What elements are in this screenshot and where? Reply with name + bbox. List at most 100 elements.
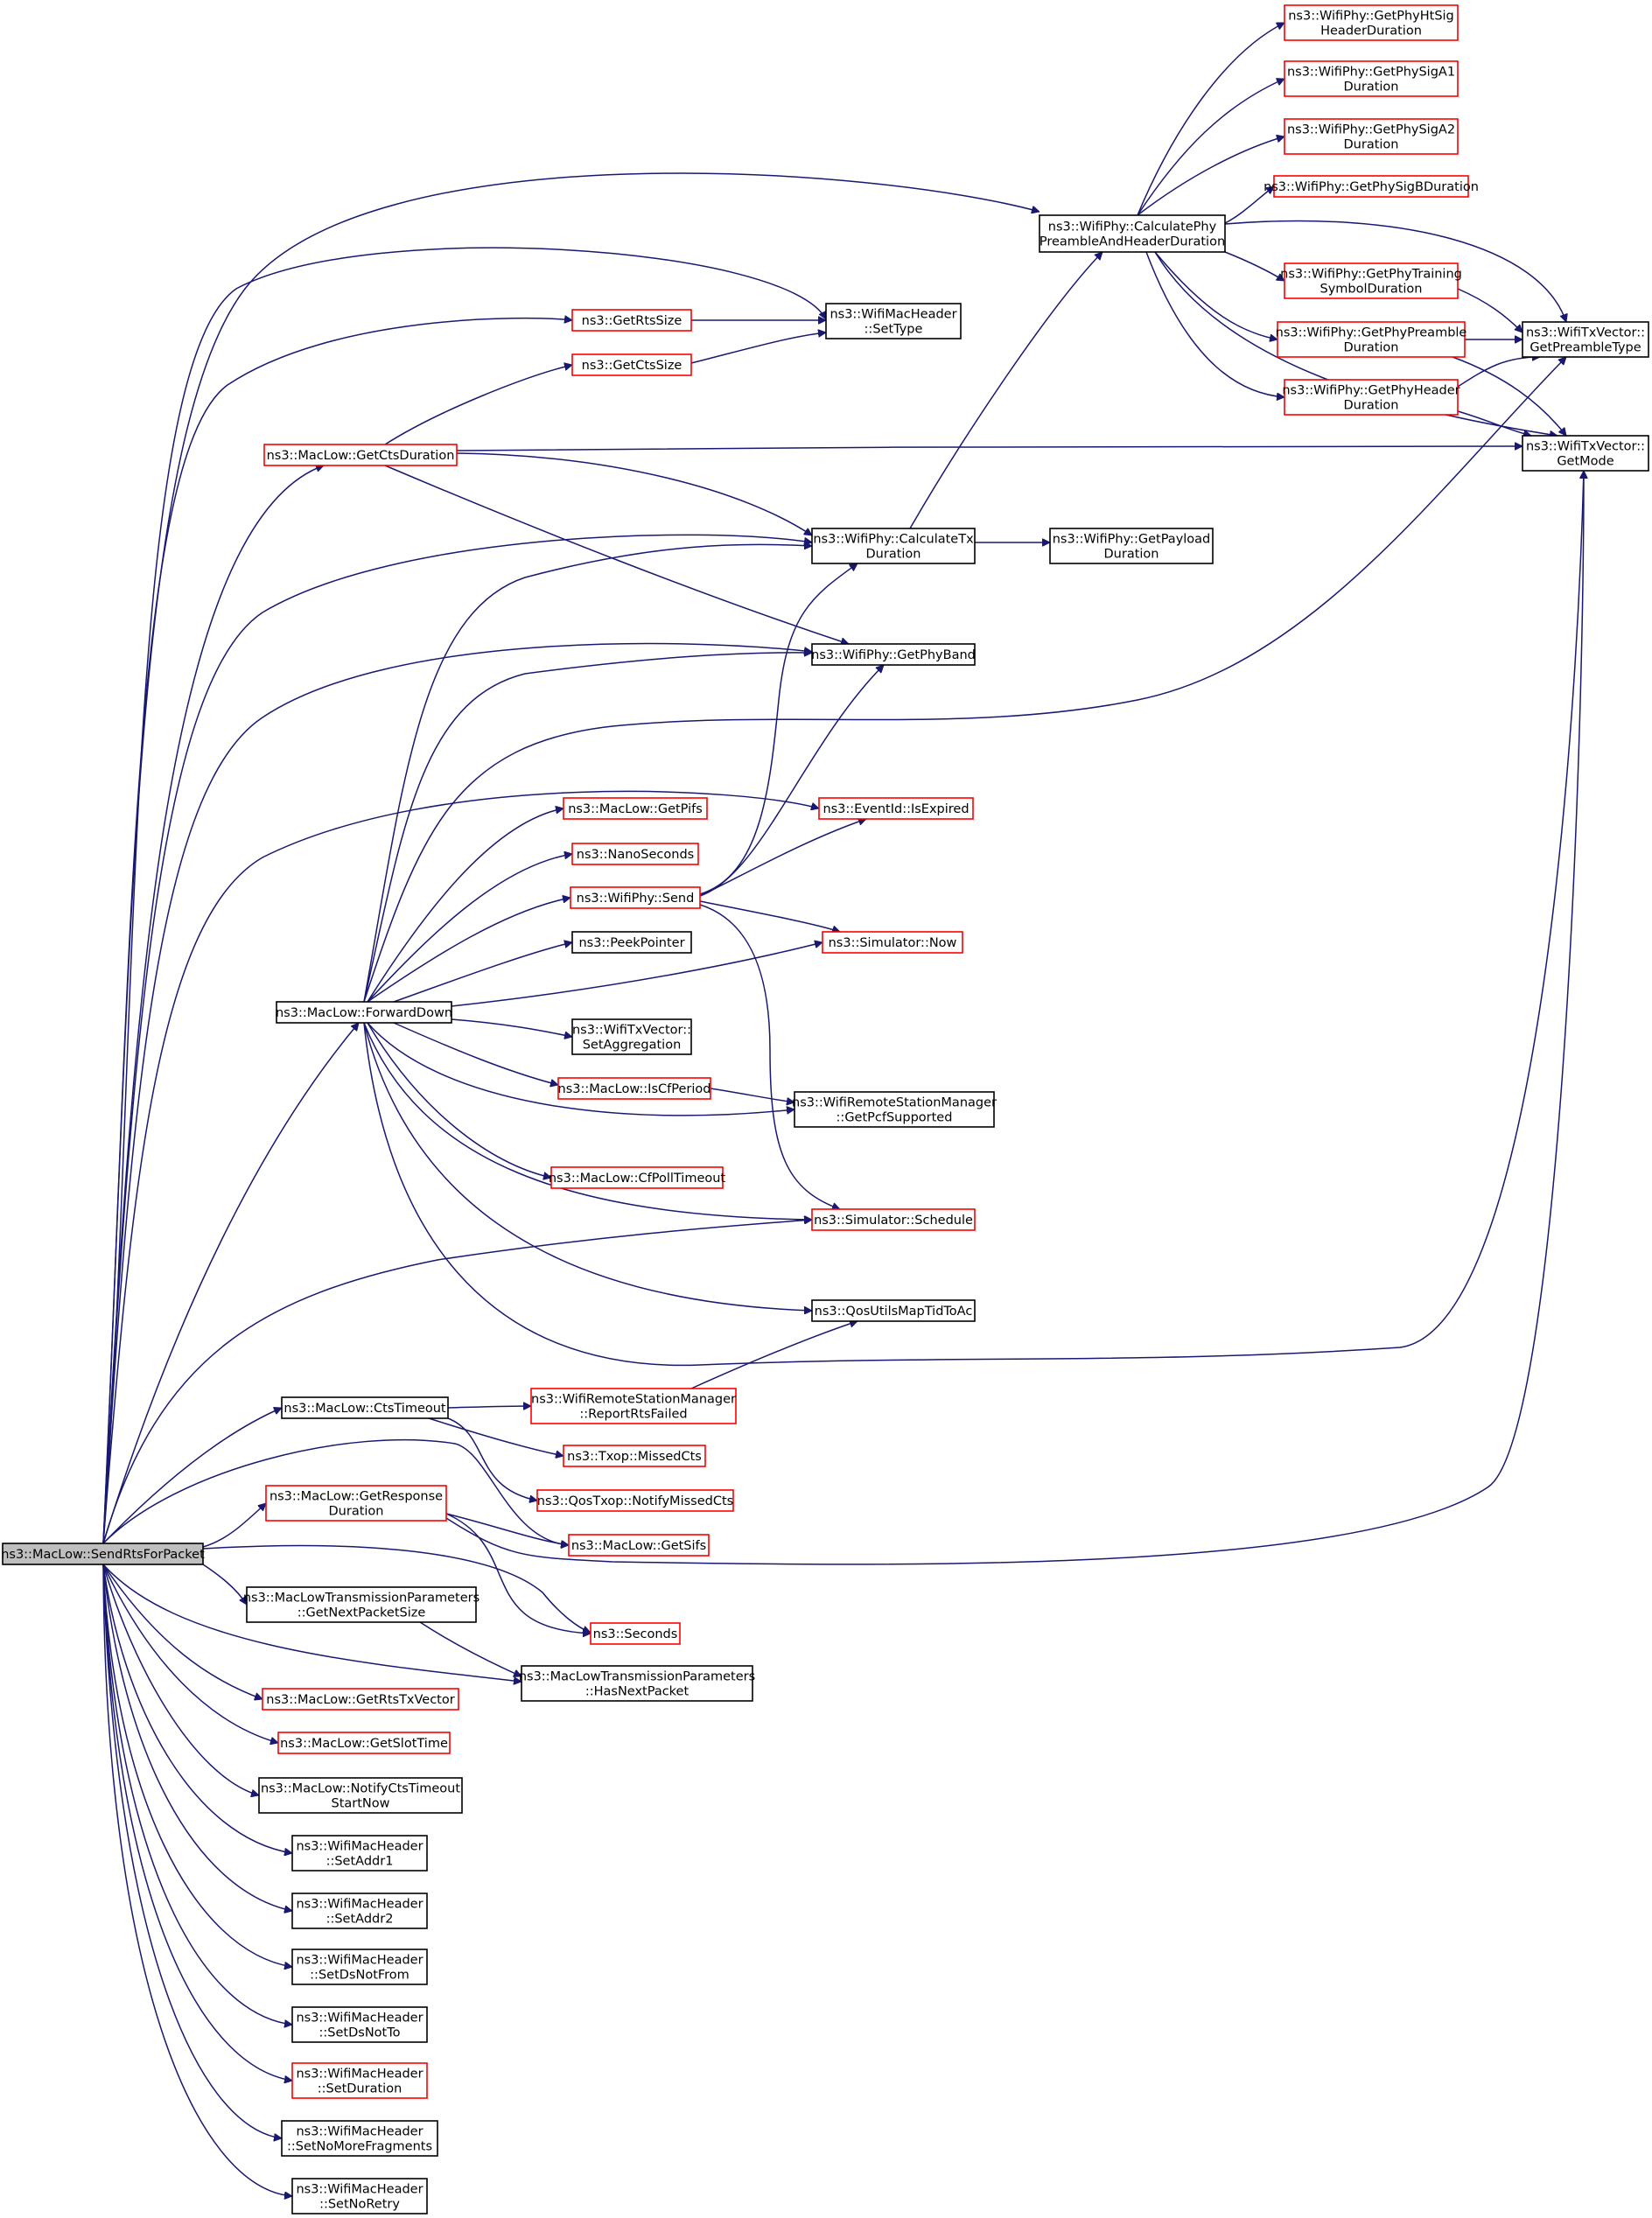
node-label-line: ::ReportRtsFailed xyxy=(579,1408,687,1422)
edge-n0-to-n1 xyxy=(102,172,1040,1544)
edge-path xyxy=(102,1564,292,1967)
node-n31[interactable]: ns3::MacLow::CtsTimeout xyxy=(281,1396,449,1419)
node-n21[interactable]: ns3::WifiPhy::Send xyxy=(570,886,701,909)
node-n12[interactable]: ns3::GetRtsSize xyxy=(571,309,692,332)
edge-n7-to-n10 xyxy=(1452,356,1566,436)
node-n38[interactable]: ns3::Seconds xyxy=(590,1622,681,1645)
node-n19[interactable]: ns3::MacLow::GetPifs xyxy=(563,797,708,820)
node-n44[interactable]: ns3::WifiMacHeader::SetAddr2 xyxy=(291,1893,428,1929)
node-box xyxy=(246,1586,477,1623)
edge-path xyxy=(1224,220,1566,322)
node-n1[interactable]: ns3::WifiPhy::CalculatePhyPreambleAndHea… xyxy=(1039,214,1226,253)
node-n48[interactable]: ns3::WifiMacHeader::SetNoMoreFragments xyxy=(281,2120,438,2157)
node-label-line: Duration xyxy=(1104,548,1159,562)
node-label-line: ns3::GetRtsSize xyxy=(582,314,682,328)
node-n26[interactable]: ns3::MacLow::IsCfPeriod xyxy=(557,1077,711,1100)
edge-n21-to-n17 xyxy=(699,665,884,897)
node-n22[interactable]: ns3::PeekPointer xyxy=(571,931,692,954)
node-box xyxy=(563,797,708,820)
node-box xyxy=(1039,214,1226,253)
edge-path xyxy=(363,1022,812,1311)
node-n30[interactable]: ns3::QosUtilsMapTidToAc xyxy=(811,1299,976,1322)
node-n39[interactable]: ns3::MacLowTransmissionParameters::HasNe… xyxy=(519,1665,755,1702)
node-box xyxy=(277,1732,451,1754)
edge-path xyxy=(1224,186,1274,224)
node-n43[interactable]: ns3::WifiMacHeader::SetAddr1 xyxy=(291,1835,428,1872)
node-label-line: ns3::QosTxop::NotifyMissedCts xyxy=(537,1494,733,1508)
node-box xyxy=(563,1445,706,1467)
edge-n1-to-n6 xyxy=(1224,251,1284,282)
node-label-line: ns3::WifiMacHeader xyxy=(296,1840,423,1854)
edge-path xyxy=(690,1321,858,1389)
edge-path xyxy=(710,1088,794,1102)
node-n27[interactable]: ns3::WifiRemoteStationManager::GetPcfSup… xyxy=(792,1091,997,1128)
node-n9[interactable]: ns3::WifiTxVector::GetPreambleType xyxy=(1522,321,1649,358)
edge-n0-to-n41 xyxy=(102,1564,278,1743)
edge-n1-to-n5 xyxy=(1224,186,1274,224)
edge-n0-to-n47 xyxy=(102,1564,292,2081)
edge-path xyxy=(393,942,572,1003)
node-label-line: ns3::MacLow::GetPifs xyxy=(568,802,703,816)
node-n25[interactable]: ns3::WifiTxVector::SetAggregation xyxy=(571,1018,692,1055)
node-n33[interactable]: ns3::Txop::MissedCts xyxy=(563,1445,706,1467)
edge-n1-to-n7 xyxy=(1154,251,1278,339)
edge-path xyxy=(102,1023,359,1544)
edge-path xyxy=(447,1417,537,1501)
edge-n0-to-n12 xyxy=(102,318,572,1544)
node-label-line: ::SetNoMoreFragments xyxy=(287,2140,432,2154)
node-n28[interactable]: ns3::MacLow::CfPollTimeout xyxy=(549,1166,726,1189)
node-n29[interactable]: ns3::Simulator::Schedule xyxy=(811,1208,976,1231)
node-n37[interactable]: ns3::MacLowTransmissionParameters::GetNe… xyxy=(243,1586,480,1623)
node-n23[interactable]: ns3::Simulator::Now xyxy=(822,931,963,954)
node-label-line: ns3::Simulator::Now xyxy=(829,936,957,950)
node-n5[interactable]: ns3::WifiPhy::GetPhySigBDuration xyxy=(1264,175,1479,198)
node-n32[interactable]: ns3::WifiRemoteStationManager::ReportRts… xyxy=(530,1388,737,1424)
node-box xyxy=(1284,262,1459,299)
node-label-line: ns3::Simulator::Schedule xyxy=(814,1214,973,1228)
node-n49[interactable]: ns3::WifiMacHeader::SetNoRetry xyxy=(291,2178,428,2215)
node-n40[interactable]: ns3::MacLow::GetRtsTxVector xyxy=(262,1688,459,1711)
node-n17[interactable]: ns3::WifiPhy::GetPhyBand xyxy=(811,643,976,666)
node-n41[interactable]: ns3::MacLow::GetSlotTime xyxy=(277,1732,451,1754)
edge-path xyxy=(419,1621,522,1676)
edge-n0-to-n40 xyxy=(102,1564,262,1699)
edge-n31-to-n33 xyxy=(428,1417,564,1456)
node-n47[interactable]: ns3::WifiMacHeader::SetDuration xyxy=(291,2062,428,2099)
edge-layer xyxy=(102,22,1584,2196)
node-label-line: ns3::WifiMacHeader xyxy=(830,308,956,322)
node-n34[interactable]: ns3::QosTxop::NotifyMissedCts xyxy=(536,1489,734,1512)
node-label-line: ns3::MacLow::NotifyCtsTimeout xyxy=(261,1782,460,1796)
edge-n0-to-n18 xyxy=(102,790,819,1544)
node-box xyxy=(1284,4,1459,41)
node-n6[interactable]: ns3::WifiPhy::GetPhyTrainingSymbolDurati… xyxy=(1280,262,1462,299)
node-n36[interactable]: ns3::MacLow::GetSifs xyxy=(568,1534,710,1557)
edge-path xyxy=(1145,251,1284,397)
node-label-line: Duration xyxy=(866,548,921,562)
node-n20[interactable]: ns3::NanoSeconds xyxy=(571,843,699,865)
edge-n0-to-n48 xyxy=(102,1564,282,2138)
node-label-line: SymbolDuration xyxy=(1320,283,1423,297)
node-box xyxy=(818,797,974,820)
node-n46[interactable]: ns3::WifiMacHeader::SetDsNotTo xyxy=(291,2006,428,2043)
node-n24[interactable]: ns3::MacLow::ForwardDown xyxy=(276,1001,452,1024)
node-label-line: StartNow xyxy=(332,1797,390,1811)
node-n11[interactable]: ns3::WifiMacHeader::SetType xyxy=(825,303,962,339)
node-n14[interactable]: ns3::MacLow::GetCtsDuration xyxy=(263,444,458,466)
node-n10[interactable]: ns3::WifiTxVector::GetMode xyxy=(1522,435,1649,472)
edge-path xyxy=(456,446,1522,451)
node-box xyxy=(811,528,976,564)
node-box xyxy=(1277,321,1466,358)
node-n18[interactable]: ns3::EventId::IsExpired xyxy=(818,797,974,820)
node-n45[interactable]: ns3::WifiMacHeader::SetDsNotFrom xyxy=(291,1949,428,1985)
node-n13[interactable]: ns3::GetCtsSize xyxy=(571,353,692,376)
edge-path xyxy=(456,452,812,536)
